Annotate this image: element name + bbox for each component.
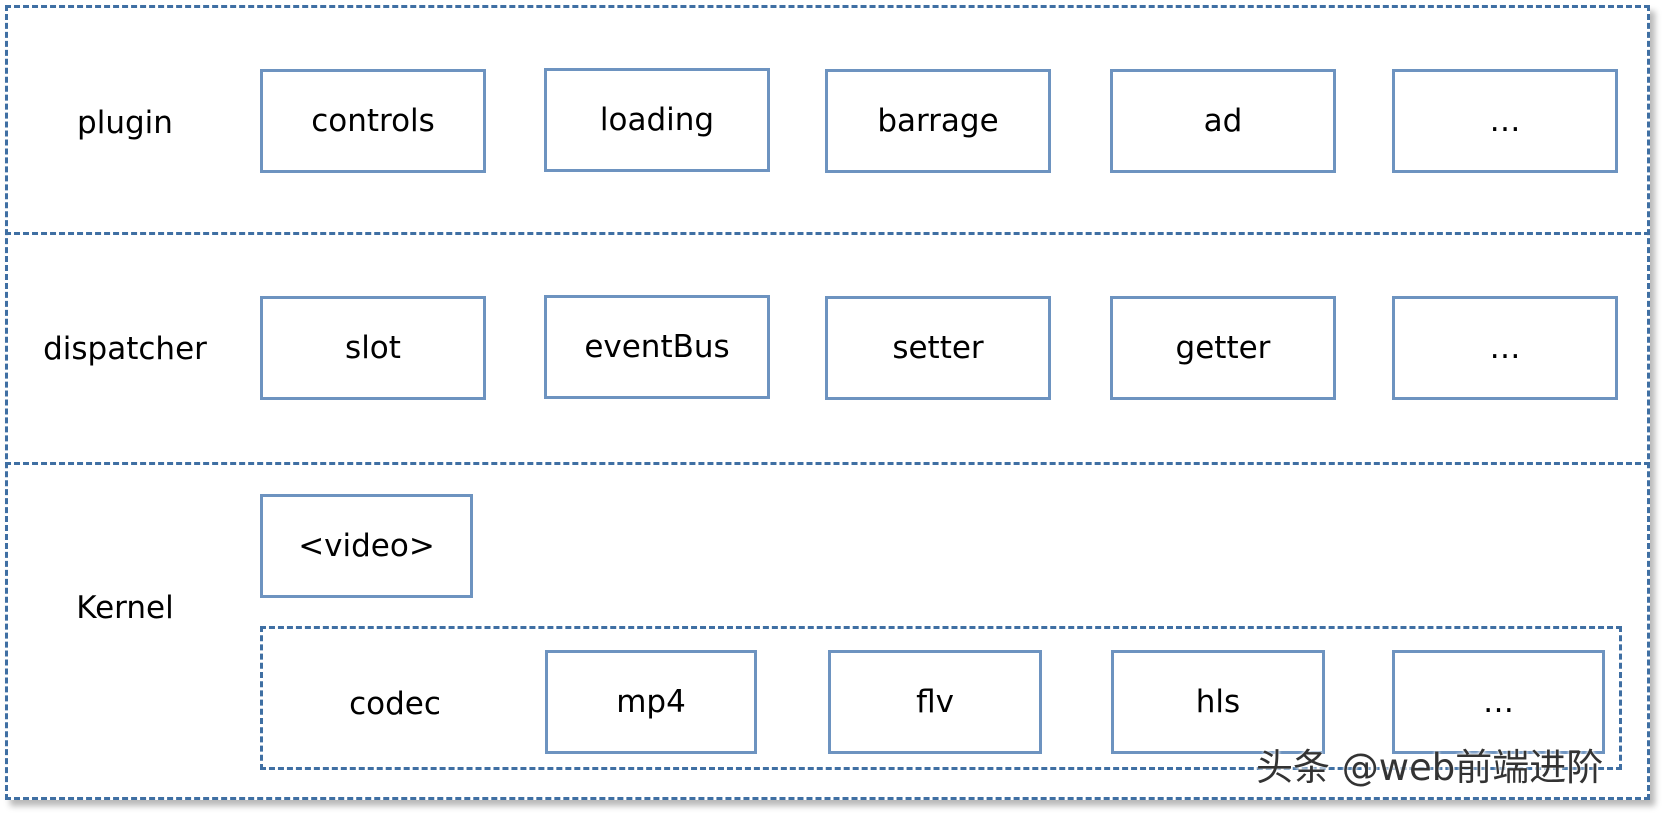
codec-label: codec xyxy=(349,686,441,722)
plugin-box-more: … xyxy=(1392,69,1618,173)
plugin-box-barrage: barrage xyxy=(825,69,1051,173)
codec-box-more: … xyxy=(1392,650,1605,754)
layer-label-kernel: Kernel xyxy=(76,590,174,626)
codec-box-hls: hls xyxy=(1111,650,1325,754)
plugin-box-controls: controls xyxy=(260,69,486,173)
dispatcher-box-more: … xyxy=(1392,296,1618,400)
kernel-box-video: <video> xyxy=(260,494,473,598)
plugin-box-ad: ad xyxy=(1110,69,1336,173)
codec-box-mp4: mp4 xyxy=(545,650,757,754)
layer-divider-plugin-dispatcher xyxy=(5,232,1650,235)
codec-box-flv: flv xyxy=(828,650,1042,754)
dispatcher-box-setter: setter xyxy=(825,296,1051,400)
dispatcher-box-getter: getter xyxy=(1110,296,1336,400)
watermark-text: 头条 @web前端进阶 xyxy=(1256,746,1604,789)
dispatcher-box-eventbus: eventBus xyxy=(544,295,770,399)
layer-label-plugin: plugin xyxy=(77,105,173,141)
layer-label-dispatcher: dispatcher xyxy=(43,331,207,367)
plugin-box-loading: loading xyxy=(544,68,770,172)
layer-divider-dispatcher-kernel xyxy=(5,462,1650,465)
codec-group xyxy=(260,626,1622,770)
dispatcher-box-slot: slot xyxy=(260,296,486,400)
